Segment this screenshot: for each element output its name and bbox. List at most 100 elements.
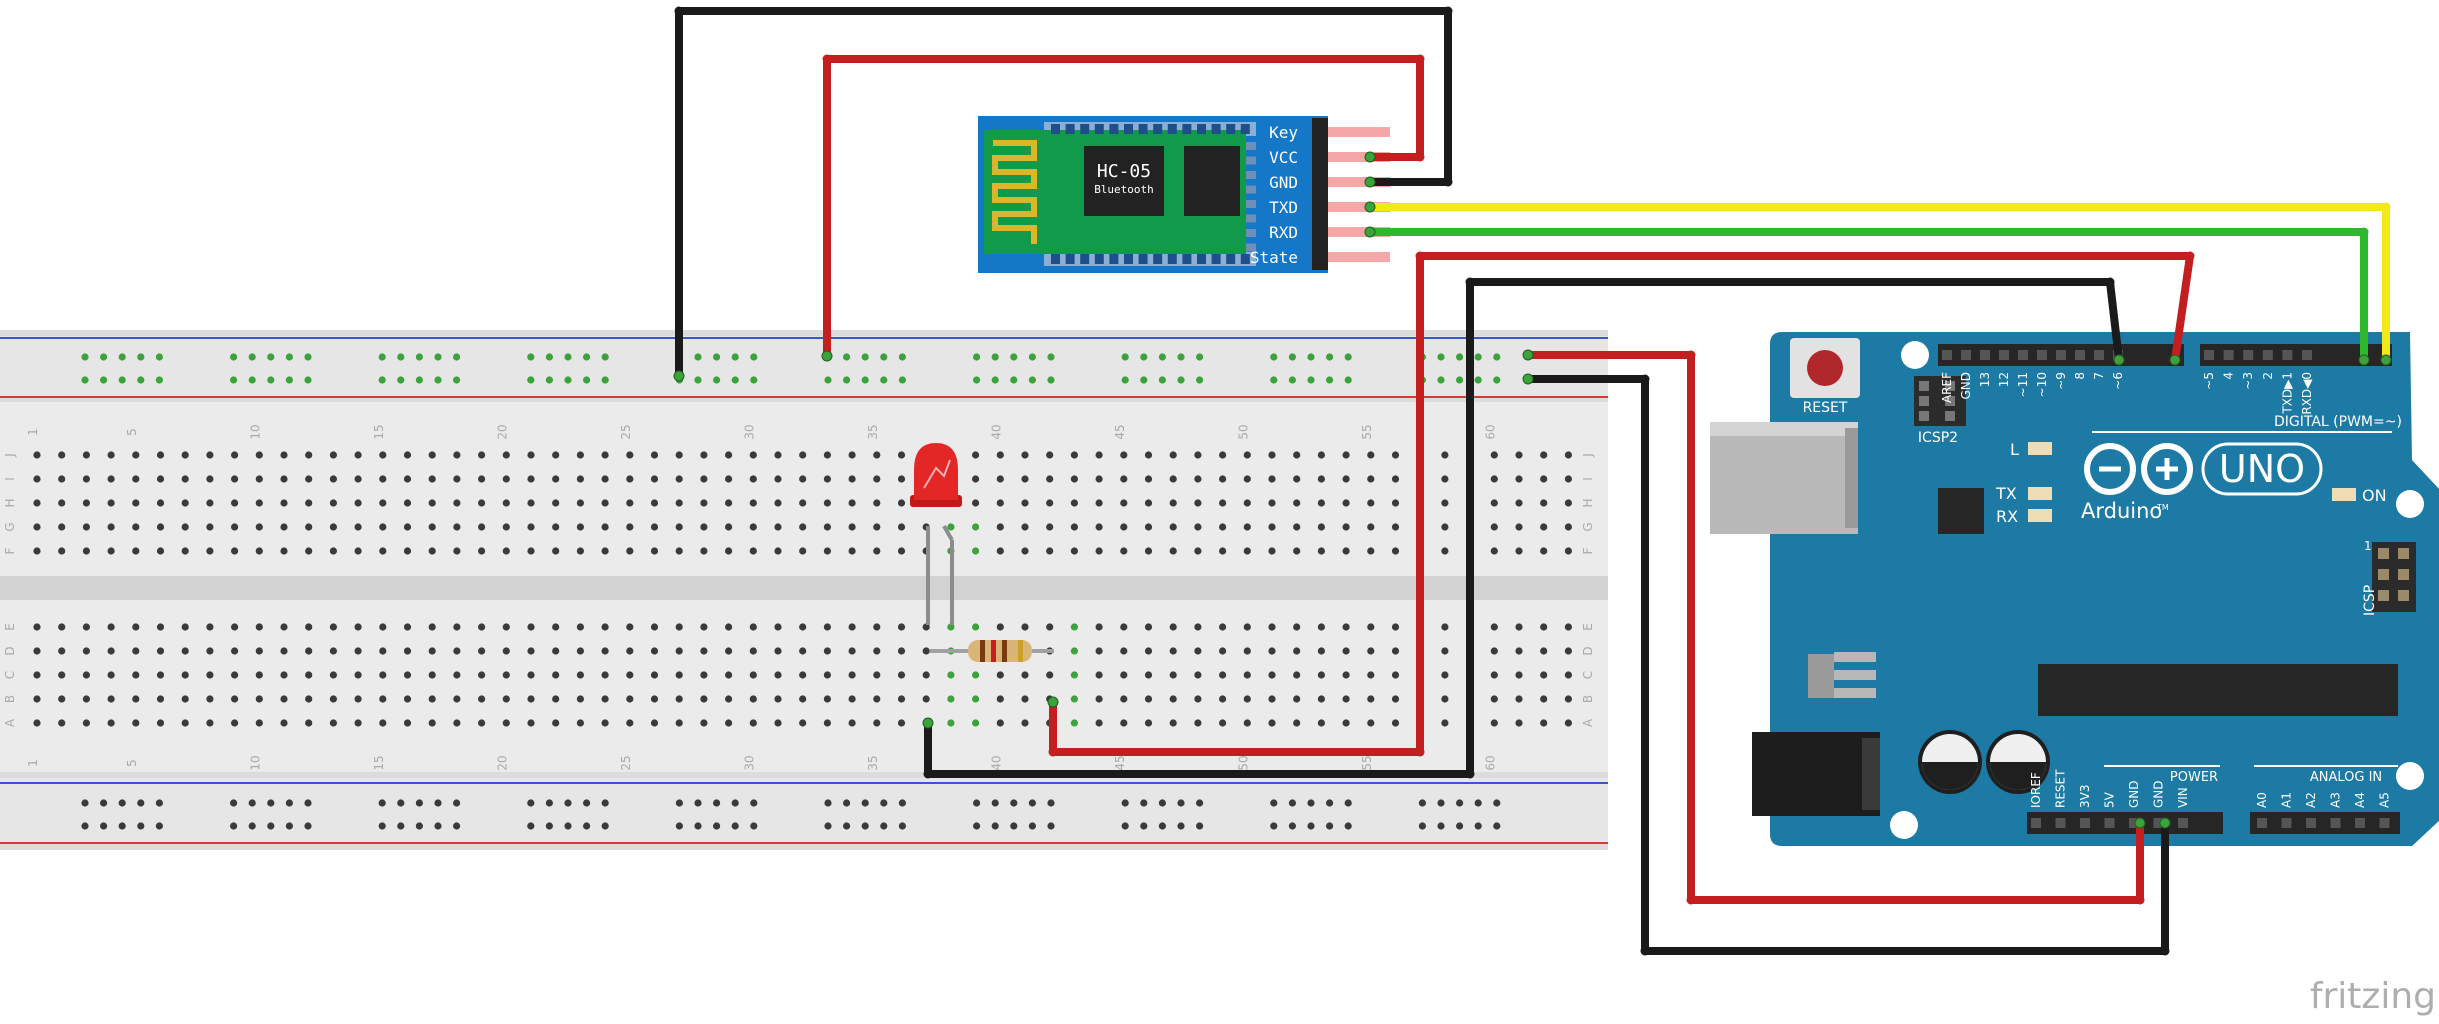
wire-bend[interactable] [1415,54,1425,64]
power-pin-label: RESET [2054,769,2068,808]
terminal-hole [1194,451,1202,459]
module-pin[interactable] [1328,227,1390,237]
header-socket[interactable] [2018,350,2028,360]
wire-bend[interactable] [1443,177,1453,187]
header-socket[interactable] [2104,818,2115,828]
header-socket[interactable] [2094,350,2104,360]
wire-endpoint[interactable] [1364,226,1376,238]
wire-bend[interactable] [1465,769,1475,779]
terminal-hole [823,623,832,631]
wire-bend[interactable] [1640,946,1650,956]
module-pin[interactable] [1328,252,1390,262]
reset-button-cap[interactable] [1807,350,1843,386]
rail-hole [1196,353,1204,361]
header-socket[interactable] [2379,818,2390,828]
header-socket[interactable] [2075,350,2085,360]
header-socket[interactable] [2056,350,2066,360]
header-socket[interactable] [2031,818,2041,828]
terminal-hole [972,523,980,531]
wire-endpoint[interactable] [2113,354,2125,366]
wire-bend[interactable] [2160,946,2170,956]
rail-hole [1437,376,1445,384]
terminal-hole [725,451,733,459]
header-socket[interactable] [2355,818,2365,828]
module-pin[interactable] [1328,152,1390,162]
rail-hole [601,822,609,830]
wire-bend[interactable] [2105,277,2115,287]
terminal-hole [823,499,832,507]
wire-endpoint[interactable] [1364,201,1376,213]
rail-hole [583,353,591,361]
header-socket[interactable] [2282,350,2293,360]
wire-bend[interactable] [1415,747,1425,757]
terminal-hole [1391,499,1400,507]
header-socket[interactable] [2262,350,2273,360]
header-socket[interactable] [2055,818,2066,828]
header-socket[interactable] [2306,818,2316,828]
wire-endpoint[interactable] [1364,151,1376,163]
header-socket[interactable] [2281,818,2292,828]
terminal-hole [354,695,362,703]
header-socket[interactable] [2129,818,2139,828]
header-socket[interactable] [2330,818,2341,828]
header-socket[interactable] [1980,350,1990,360]
wire-pin8-led[interactable] [1049,252,2194,756]
wire-endpoint[interactable] [2159,817,2171,829]
header-socket[interactable] [2037,350,2047,360]
wire-endpoint[interactable] [2169,354,2181,366]
wire-endpoint[interactable] [1047,696,1059,708]
terminal-hole [1540,523,1548,531]
wire-bend[interactable] [1465,277,1475,287]
module-pin[interactable] [1328,127,1390,137]
header-socket[interactable] [2178,818,2188,828]
module-pin[interactable] [1328,177,1390,187]
wire-bend[interactable] [1686,895,1696,905]
header-socket[interactable] [2080,818,2090,828]
module-pin[interactable] [1328,202,1390,212]
header-socket[interactable] [1942,350,1952,360]
rail-hole [1158,799,1166,807]
terminal-hole [749,719,757,727]
wire-endpoint[interactable] [1522,373,1534,385]
terminal-hole [82,623,90,631]
wire-endpoint[interactable] [1522,349,1534,361]
terminal-hole [1367,623,1375,631]
wire-endpoint[interactable] [673,370,685,382]
terminal-hole [897,623,906,631]
wire-bend[interactable] [2359,227,2369,237]
header-socket[interactable] [1999,350,2009,360]
wire-bend[interactable] [1415,251,1425,261]
terminal-hole [1095,695,1103,703]
wire-bend[interactable] [1443,6,1453,16]
terminal-hole [774,547,782,555]
wire-bend[interactable] [1048,747,1058,757]
led-body [914,443,958,500]
wire-endpoint[interactable] [821,350,833,362]
terminal-hole [379,647,387,655]
wire-bend[interactable] [1640,374,1650,384]
wire-bend[interactable] [674,6,684,16]
header-socket[interactable] [1961,350,1971,360]
wire-endpoint[interactable] [922,717,934,729]
header-socket[interactable] [2204,350,2214,360]
wire-endpoint[interactable] [2134,817,2146,829]
wire-bend[interactable] [2185,251,2195,261]
header-socket[interactable] [2243,350,2254,360]
wire-bend[interactable] [822,54,832,64]
header-socket[interactable] [2302,350,2312,360]
rail-hole [1307,822,1315,830]
header-socket[interactable] [2223,350,2234,360]
wire-bend[interactable] [2135,895,2145,905]
header-socket[interactable] [2257,818,2267,828]
header-socket[interactable] [2153,818,2164,828]
wire-bend[interactable] [923,769,933,779]
wire-bend[interactable] [2381,202,2391,212]
wire-endpoint[interactable] [2380,354,2392,366]
terminal-hole [848,523,856,531]
wire-bend[interactable] [1415,152,1425,162]
wire-gnd-cathode[interactable] [924,278,2123,778]
terminal-hole [1243,719,1251,727]
wire-endpoint[interactable] [1364,176,1376,188]
wire-endpoint[interactable] [2358,354,2370,366]
wire-bend[interactable] [1686,350,1696,360]
